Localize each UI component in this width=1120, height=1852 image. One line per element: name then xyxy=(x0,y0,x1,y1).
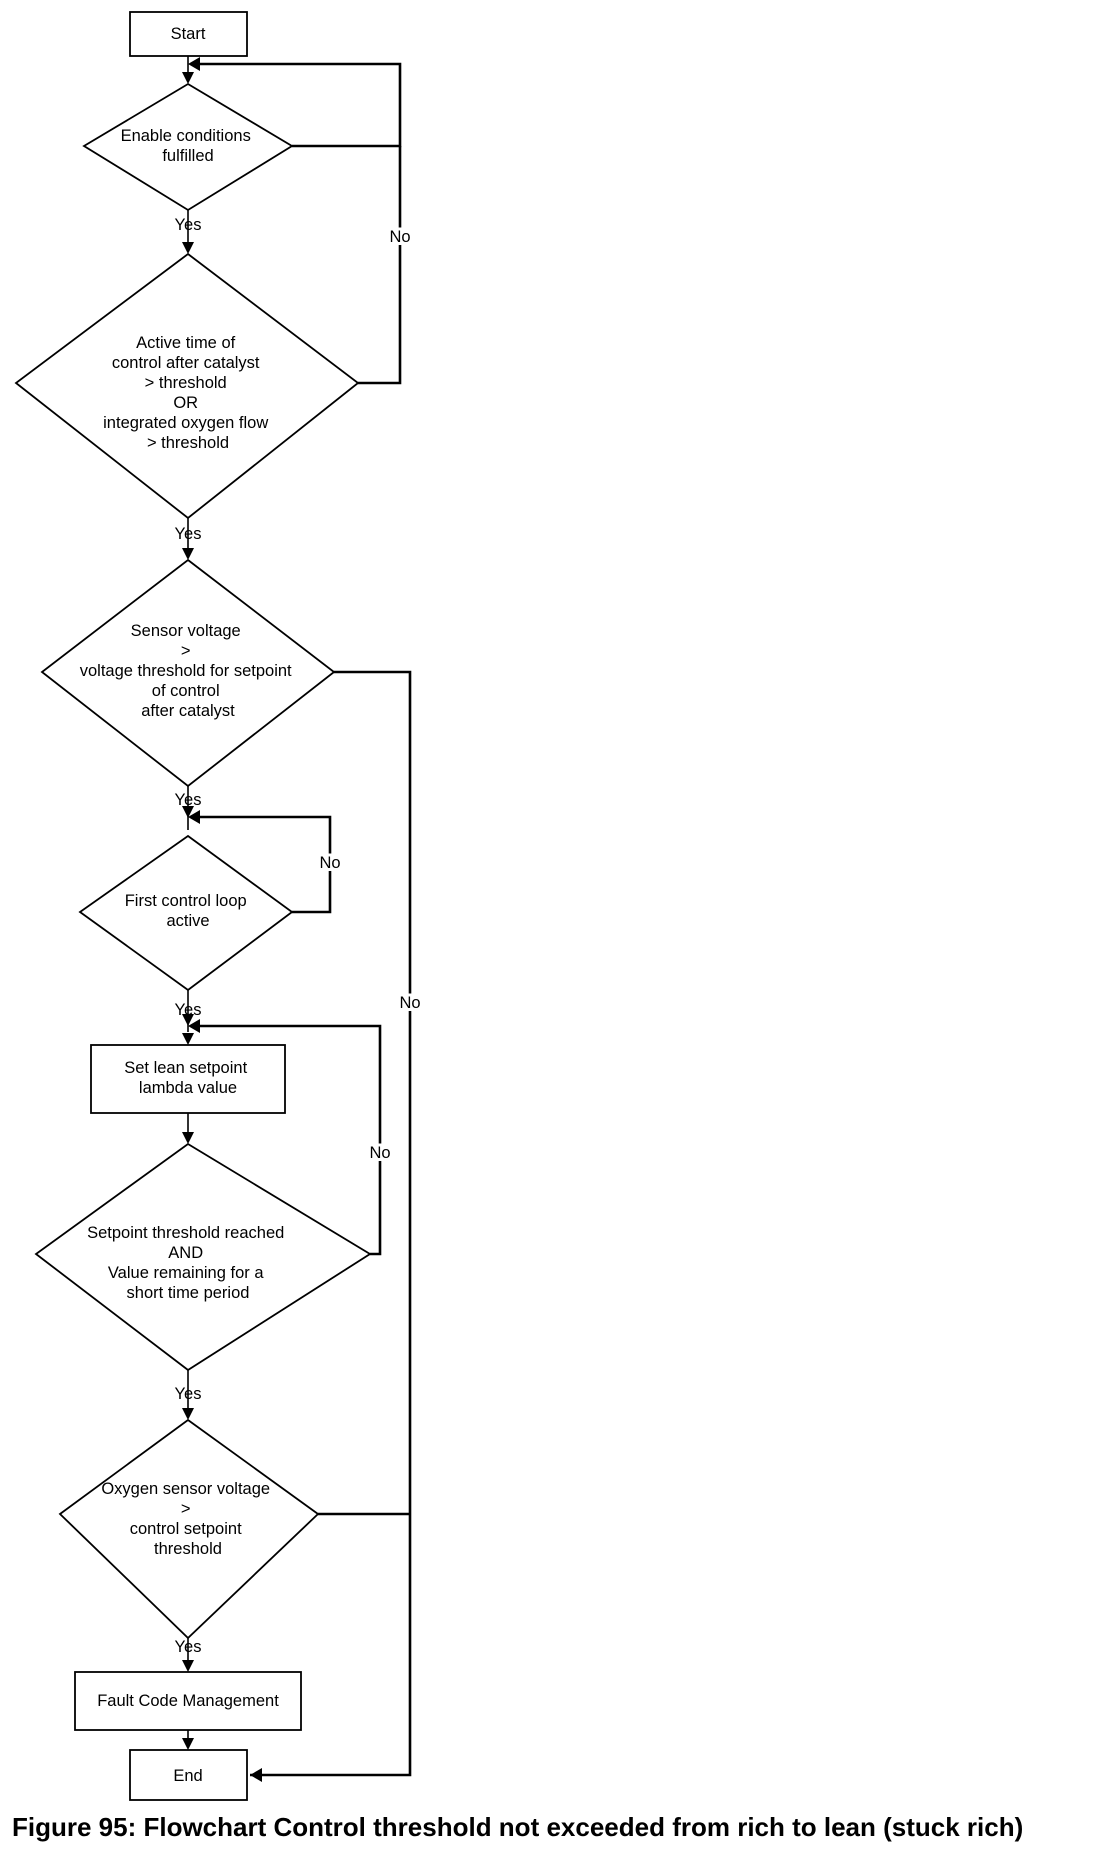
set-lean-setpoint-process: Set lean setpoint lambda value xyxy=(90,1044,286,1114)
oxygen-line-4: threshold xyxy=(154,1540,222,1558)
yes-label-first: Yes xyxy=(175,1001,202,1019)
end-node: End xyxy=(129,1749,248,1801)
active-line-3: > threshold xyxy=(145,374,227,392)
loop-no-active xyxy=(358,146,402,385)
yes-label-oxygen: Yes xyxy=(175,1638,202,1656)
yes-label-enable: Yes xyxy=(175,216,202,234)
start-node: Start xyxy=(129,11,248,57)
arrowhead-fault xyxy=(182,1660,194,1672)
arrowhead-setlean-loop xyxy=(188,1019,200,1033)
setpoint-line-1: Setpoint threshold reached xyxy=(87,1224,284,1242)
setpoint-line-2: AND xyxy=(168,1244,203,1262)
sensor-line-4: of control xyxy=(152,682,220,700)
branch-labels: Yes Yes Yes Yes Yes Yes No No No No xyxy=(175,216,424,1656)
svg-text:Set lean setpoint lambda: Set lean setpoint lambda value xyxy=(124,1059,252,1097)
yes-label-sensor: Yes xyxy=(175,791,202,809)
loop-no-setpoint xyxy=(198,1024,382,1256)
loop-no-enable-active xyxy=(198,62,402,148)
arrowhead-setlean-box xyxy=(182,1033,194,1045)
end-label: End xyxy=(173,1767,202,1785)
arrowhead-oxygen xyxy=(182,1408,194,1420)
start-label: Start xyxy=(171,25,206,43)
active-line-4: OR xyxy=(173,394,198,412)
no-label-setpoint-loop: No xyxy=(369,1144,390,1162)
yes-label-active: Yes xyxy=(175,525,202,543)
active-time-decision: Active time of control after catalyst > … xyxy=(14,252,360,520)
svg-text:Enable conditions fulfil: Enable conditions fulfilled xyxy=(121,127,256,165)
no-label-right-line: No xyxy=(399,994,420,1012)
setpoint-line-3: Value remaining for a xyxy=(108,1264,264,1282)
arrowhead-setpoint xyxy=(182,1132,194,1144)
enable-line-2: fulfilled xyxy=(162,147,213,165)
active-line-5: integrated oxygen flow xyxy=(103,414,268,432)
setlean-line-2: lambda value xyxy=(139,1079,237,1097)
setpoint-threshold-decision: Setpoint threshold reached AND Value rem… xyxy=(34,1142,372,1372)
arrowheads xyxy=(182,57,262,1782)
arrowhead-sensor xyxy=(182,548,194,560)
svg-text:First control loop activ: First control loop active xyxy=(125,892,252,930)
sensor-line-1: Sensor voltage xyxy=(131,622,241,640)
no-label-top-loop: No xyxy=(389,228,410,246)
line-no-sensor-end xyxy=(250,670,412,1777)
fault-code-process: Fault Code Management xyxy=(74,1671,302,1731)
fault-label: Fault Code Management xyxy=(97,1692,279,1710)
loop-no-first xyxy=(198,815,332,914)
arrowhead-end xyxy=(182,1738,194,1750)
arrowhead-end-right xyxy=(250,1768,262,1782)
sensor-voltage-decision: Sensor voltage > voltage threshold for s… xyxy=(40,558,336,788)
arrowhead-first-down xyxy=(182,806,194,818)
oxygen-line-3: control setpoint xyxy=(130,1520,242,1538)
sensor-line-5: after catalyst xyxy=(141,702,235,720)
connectors xyxy=(187,56,412,1777)
enable-conditions-decision: Enable conditions fulfilled xyxy=(82,82,294,212)
first-control-loop-decision: First control loop active xyxy=(78,834,294,992)
first-line-1: First control loop xyxy=(125,892,247,910)
sensor-line-2: > xyxy=(181,642,191,660)
oxygen-line-1: Oxygen sensor voltage xyxy=(101,1480,270,1498)
enable-line-1: Enable conditions xyxy=(121,127,251,145)
figure-caption: Figure 95: Flowchart Control threshold n… xyxy=(12,1812,1024,1842)
setpoint-line-4: short time period xyxy=(127,1284,250,1302)
arrowhead-first-loop xyxy=(188,810,200,824)
first-line-2: active xyxy=(166,912,209,930)
setlean-line-1: Set lean setpoint xyxy=(124,1059,247,1077)
svg-text:Oxygen sensor voltage >: Oxygen sensor voltage > control setpoint… xyxy=(101,1480,274,1558)
svg-text:Sensor voltage > v: Sensor voltage > voltage threshold for s… xyxy=(80,622,296,720)
active-line-2: control after catalyst xyxy=(112,354,260,372)
arrowhead-setlean-down xyxy=(182,1014,194,1026)
no-label-first-loop: No xyxy=(319,854,340,872)
arrowhead-loop-top xyxy=(188,57,200,71)
arrowhead-enable xyxy=(182,72,194,84)
svg-text:Setpoint threshold reached: Setpoint threshold reached AND Value rem… xyxy=(87,1224,289,1302)
oxygen-sensor-decision: Oxygen sensor voltage > control setpoint… xyxy=(58,1418,320,1640)
active-line-6: > threshold xyxy=(147,434,229,452)
sensor-line-3: voltage threshold for setpoint xyxy=(80,662,292,680)
oxygen-line-2: > xyxy=(181,1500,191,1518)
yes-label-setpoint: Yes xyxy=(175,1385,202,1403)
active-line-1: Active time of xyxy=(136,334,235,352)
arrowhead-active xyxy=(182,242,194,254)
svg-text:Active time of control a: Active time of control after catalyst > … xyxy=(103,334,273,452)
